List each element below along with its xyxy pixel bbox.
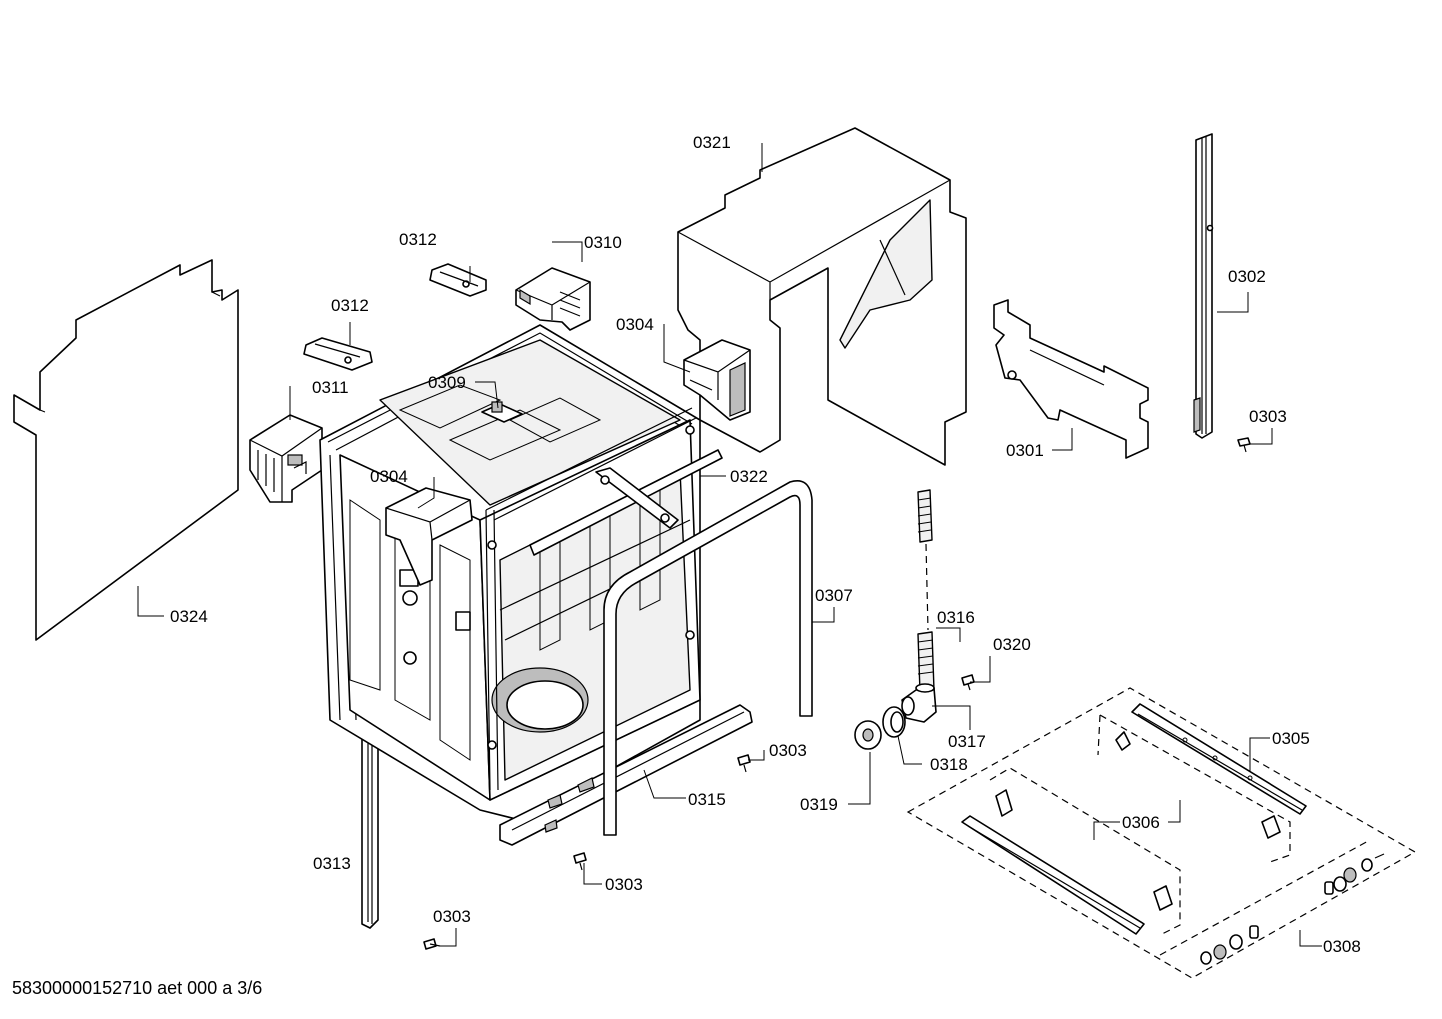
callout-0311: 0311 — [312, 378, 349, 397]
callout-0312: 0312 — [399, 230, 437, 249]
callout-0313: 0313 — [313, 854, 351, 873]
callout-0317: 0317 — [948, 732, 986, 751]
part-0316-hose[interactable] — [917, 489, 935, 693]
part-0306-rail[interactable] — [961, 789, 1173, 935]
part-0303-screw-left[interactable] — [423, 938, 441, 950]
document-code: 58300000152710 aet 000 a 3/6 — [12, 978, 263, 998]
callout-0303: 0303 — [605, 875, 643, 894]
part-0318-ring[interactable] — [882, 706, 906, 738]
part-0302-vertical-profile[interactable] — [1193, 133, 1214, 439]
callout-0316: 0316 — [937, 608, 975, 627]
callout-0303: 0303 — [769, 741, 807, 760]
part-0303-screw-right[interactable] — [1237, 437, 1251, 453]
callout-0324: 0324 — [170, 607, 208, 626]
callout-0304: 0304 — [616, 315, 654, 334]
callout-0308: 0308 — [1323, 937, 1361, 956]
leader-lines — [137, 143, 1322, 947]
callout-0319: 0319 — [800, 795, 838, 814]
part-0303-screw-bottom[interactable] — [573, 852, 587, 871]
part-0317-elbow[interactable] — [901, 683, 937, 723]
callout-0306: 0306 — [1122, 813, 1160, 832]
part-0322-rail[interactable] — [529, 449, 723, 556]
part-0310-bracket[interactable] — [515, 267, 591, 331]
callout-0305: 0305 — [1272, 729, 1310, 748]
callout-0304: 0304 — [370, 467, 408, 486]
callout-0303: 0303 — [1249, 407, 1287, 426]
callout-0320: 0320 — [993, 635, 1031, 654]
part-0301-bracket-plate[interactable] — [993, 299, 1149, 459]
callout-0321: 0321 — [693, 133, 731, 152]
callout-0312: 0312 — [331, 296, 369, 315]
part-0308-kit-boundary — [906, 687, 1417, 979]
callout-0322: 0322 — [730, 467, 768, 486]
part-0311-bracket[interactable] — [249, 414, 323, 503]
callout-0307: 0307 — [815, 586, 853, 605]
part-0321-top-cover[interactable] — [677, 127, 967, 466]
part-0315-bottom-trim[interactable] — [499, 704, 753, 846]
part-0312-clip-upper[interactable] — [429, 263, 487, 297]
part-0304-bracket-tub[interactable] — [385, 487, 473, 586]
part-0324-side-panel[interactable] — [13, 259, 239, 641]
callout-0318: 0318 — [930, 755, 968, 774]
tub-assembly — [319, 324, 701, 821]
callout-0315: 0315 — [688, 790, 726, 809]
callout-0303: 0303 — [433, 907, 471, 926]
callout-0309: 0309 — [428, 373, 466, 392]
callout-0310: 0310 — [584, 233, 622, 252]
part-0307-door-seal[interactable] — [603, 480, 813, 836]
part-0304-bracket-upper[interactable] — [683, 339, 751, 421]
part-0305-rail[interactable] — [1115, 703, 1307, 839]
part-0319-cap[interactable] — [854, 720, 882, 750]
callout-0301: 0301 — [1006, 441, 1044, 460]
part-0303-screw-mid[interactable] — [737, 754, 751, 773]
callout-0302: 0302 — [1228, 267, 1266, 286]
part-0312-clip-lower[interactable] — [303, 337, 373, 371]
part-0308-feet-hardware[interactable] — [1200, 853, 1385, 965]
